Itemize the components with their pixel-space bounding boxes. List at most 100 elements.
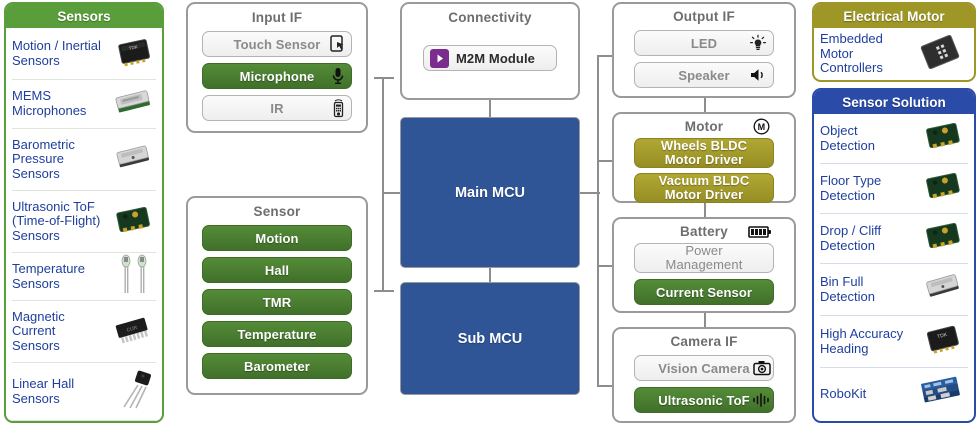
sensors-card-header: Sensors <box>6 4 162 28</box>
touch-hand-icon <box>330 35 345 53</box>
list-item[interactable]: Floor Type Detection <box>820 164 968 214</box>
touch-sensor-button[interactable]: Touch Sensor <box>202 31 352 57</box>
sensor-solution-item-label: Object Detection <box>820 122 875 153</box>
power-management-button[interactable]: Power Management <box>634 243 774 273</box>
sub-mcu-label: Sub MCU <box>457 330 523 347</box>
list-item[interactable]: TMR Angle Sensors <box>12 421 156 423</box>
connector-connectivity-to-main-mcu <box>489 99 491 117</box>
sensor-solution-catalogue-card: Sensor Solution Object Detection Floor T… <box>812 88 976 423</box>
ultrasonic-wave-icon <box>751 392 771 408</box>
battery-title: Battery <box>614 224 794 239</box>
connector-right-bus <box>597 55 599 385</box>
sensor-panel: Sensor Motion Hall TMR Temperature Barom… <box>186 196 368 395</box>
sensor-solution-item-label: Bin Full Detection <box>820 273 875 304</box>
list-item[interactable]: Motion / Inertial Sensors TDK <box>12 28 156 80</box>
sensor-solution-card-title: Sensor Solution <box>842 94 946 110</box>
connector-bus-to-main-mcu <box>382 192 402 194</box>
sensors-card-title: Sensors <box>57 8 111 24</box>
camera-if-title: Camera IF <box>670 334 738 349</box>
battery-full-icon <box>748 225 772 242</box>
connector-sensor-to-bus <box>374 290 394 292</box>
remote-control-icon <box>332 98 345 118</box>
list-item[interactable]: MEMS Microphones <box>12 80 156 129</box>
list-item[interactable]: Barometric Pressure Sensors <box>12 129 156 191</box>
connector-bus-to-battery <box>597 265 613 267</box>
motor-item-line1: Wheels BLDC <box>660 137 748 153</box>
sensor-temperature-button[interactable]: Temperature <box>202 321 352 347</box>
sensor-hall-button[interactable]: Hall <box>202 257 352 283</box>
svg-text:CUR: CUR <box>126 325 138 334</box>
tof-module-green-icon <box>918 219 968 258</box>
sensor-item-label: Hall <box>264 262 290 278</box>
camera-icon <box>753 360 771 376</box>
led-button[interactable]: LED <box>634 30 774 56</box>
sensor-item-label: TMR <box>262 294 292 310</box>
sensor-item-label: Motion <box>255 230 299 246</box>
ir-label: IR <box>270 100 284 116</box>
wheels-bldc-motor-driver-button[interactable]: Wheels BLDC Motor Driver <box>634 138 774 168</box>
soic-chip-icon: CUR <box>110 311 156 352</box>
qfn-chip-dark-icon <box>912 30 968 79</box>
led-label: LED <box>690 35 718 51</box>
list-item[interactable]: Object Detection <box>820 114 968 164</box>
microphone-label: Microphone <box>239 68 315 84</box>
sub-mcu-block[interactable]: Sub MCU <box>400 282 580 395</box>
ultrasonic-tof-button[interactable]: Ultrasonic ToF <box>634 387 774 413</box>
vacuum-bldc-motor-driver-button[interactable]: Vacuum BLDC Motor Driver <box>634 173 774 203</box>
sensor-item-label: Barometer <box>244 358 310 374</box>
ir-button[interactable]: IR <box>202 95 352 121</box>
current-sensor-button[interactable]: Current Sensor <box>634 279 774 305</box>
motor-item-line2: Motor Driver <box>664 152 744 167</box>
sensors-item-label: Motion / Inertial Sensors <box>12 37 101 68</box>
output-if-panel: Output IF LED Speaker <box>612 2 796 98</box>
connectivity-title: Connectivity <box>448 10 532 25</box>
connector-motor-to-battery <box>704 203 706 217</box>
microphone-button[interactable]: Microphone <box>202 63 352 89</box>
speaker-icon <box>749 67 767 83</box>
m2m-badge-icon <box>430 48 449 68</box>
to92-transistor-icon <box>110 367 156 416</box>
pressure-sensor-package-icon <box>918 269 968 310</box>
output-if-title: Output IF <box>673 9 735 24</box>
battery-item-line2: Management <box>665 257 743 272</box>
tof-module-green-icon <box>918 169 968 208</box>
sensors-item-label: MEMS Microphones <box>12 88 87 118</box>
sensor-tmr-button[interactable]: TMR <box>202 289 352 315</box>
connector-bus-to-outputif <box>597 55 613 57</box>
main-mcu-block[interactable]: Main MCU <box>400 117 580 268</box>
qfn-chip-black-icon: TDK <box>918 322 968 361</box>
connectivity-panel: Connectivity M2M Module <box>400 2 580 100</box>
sensor-motion-button[interactable]: Motion <box>202 225 352 251</box>
motor-title-text: Motor <box>684 119 724 134</box>
speaker-button[interactable]: Speaker <box>634 62 774 88</box>
list-item[interactable]: Ultrasonic ToF (Time-of-Flight) Sensors <box>12 191 156 253</box>
sensor-solution-item-label: Floor Type Detection <box>820 172 882 203</box>
electrical-motor-card-body: Embedded Motor Controllers <box>814 28 974 80</box>
connector-inputif-to-bus <box>374 77 394 79</box>
list-item[interactable]: Magnetic Current Sensors CUR <box>12 301 156 363</box>
sensor-solution-card-header: Sensor Solution <box>814 90 974 114</box>
connector-left-bus <box>382 77 384 291</box>
m2m-module-button[interactable]: M2M Module <box>423 45 557 71</box>
sensor-barometer-button[interactable]: Barometer <box>202 353 352 379</box>
vision-camera-label: Vision Camera <box>658 360 750 376</box>
list-item[interactable]: Linear Hall Sensors <box>12 363 156 421</box>
list-item[interactable]: Temperature Sensors <box>12 253 156 301</box>
motor-title: Motor M <box>614 118 794 135</box>
battery-item-line1: Power <box>685 242 723 258</box>
sensors-catalogue-card: Sensors Motion / Inertial Sensors TDK ME… <box>4 2 164 423</box>
list-item[interactable]: RoboKit <box>820 368 968 420</box>
list-item[interactable]: Embedded Motor Controllers <box>820 28 968 80</box>
list-item[interactable]: High Accuracy Heading TDK <box>820 316 968 368</box>
battery-panel: Battery Power Management Current Sensor <box>612 217 796 313</box>
qfn-chip-black-icon: TDK <box>112 35 156 72</box>
list-item[interactable]: Drop / Cliff Detection <box>820 214 968 264</box>
sensor-solution-item-label: Drop / Cliff Detection <box>820 222 882 253</box>
sensors-item-label: Linear Hall Sensors <box>12 375 75 406</box>
connector-main-mcu-to-sub-mcu <box>489 268 491 282</box>
vision-camera-button[interactable]: Vision Camera <box>634 355 774 381</box>
svg-text:TDK: TDK <box>128 44 138 51</box>
connector-battery-to-camera <box>704 313 706 327</box>
list-item[interactable]: Bin Full Detection <box>820 264 968 316</box>
electrical-motor-item-label: Embedded Motor Controllers <box>820 31 883 76</box>
